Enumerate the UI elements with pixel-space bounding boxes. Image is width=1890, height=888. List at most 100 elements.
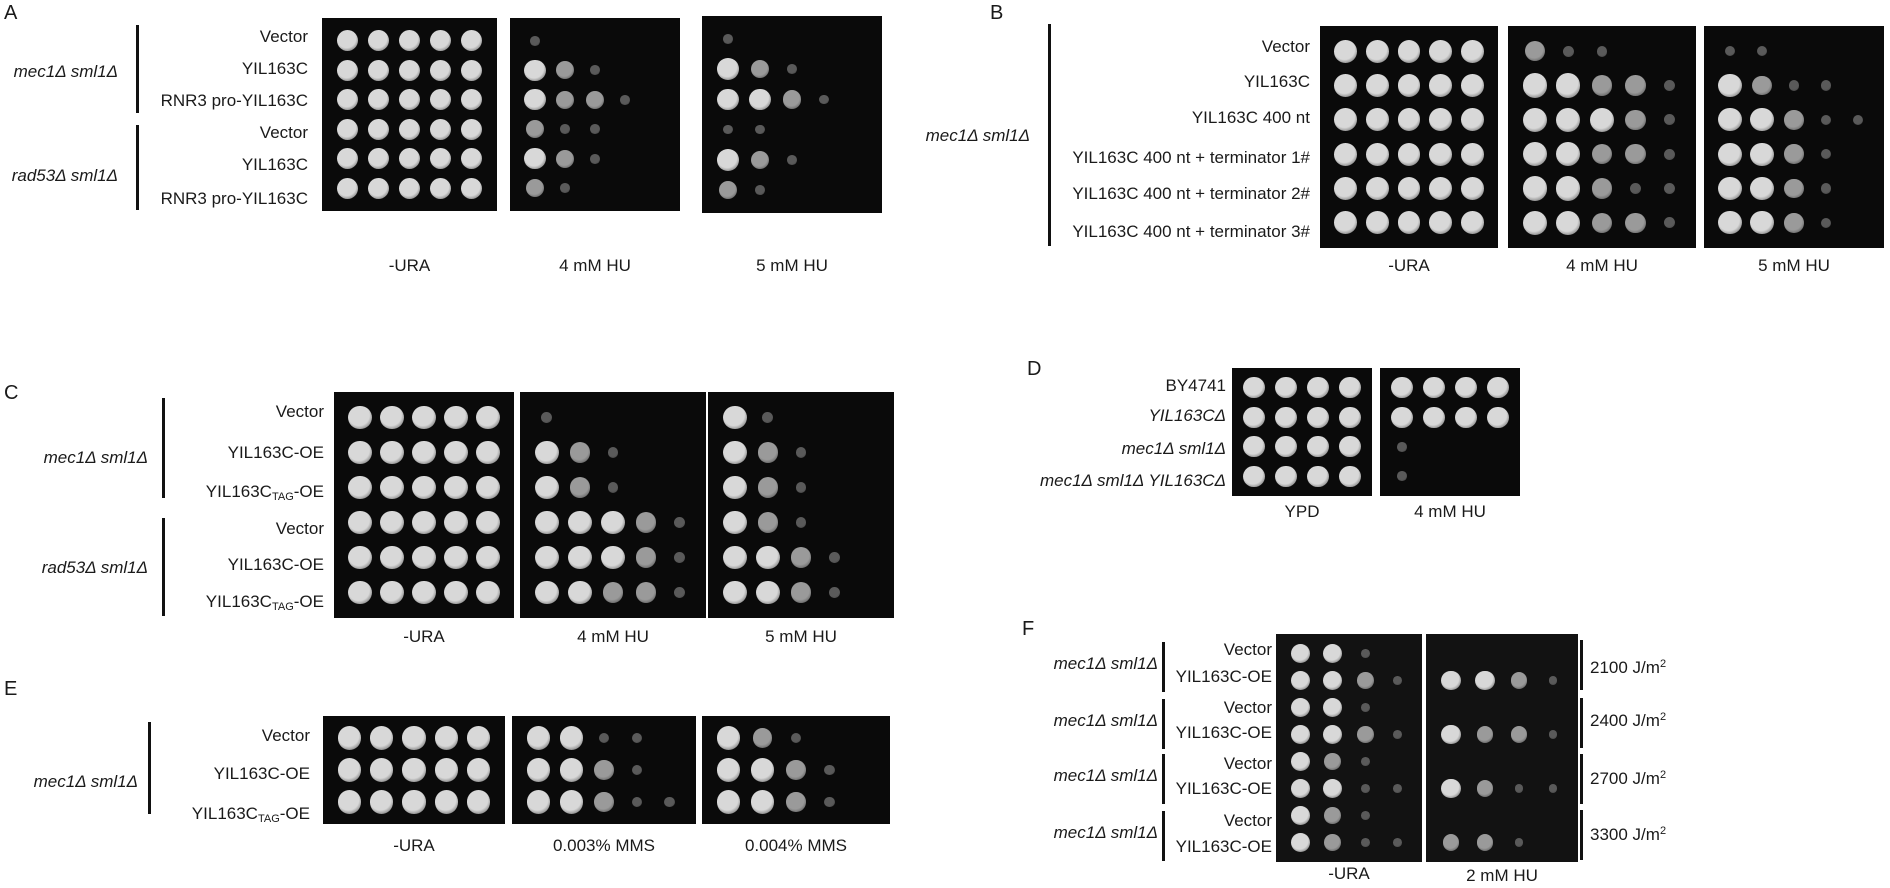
colony-spot bbox=[1625, 212, 1646, 234]
colony-spot bbox=[1663, 114, 1675, 126]
colony-spot bbox=[530, 35, 540, 46]
colony-spot bbox=[1243, 465, 1265, 487]
colony-spot bbox=[460, 118, 483, 140]
colony-spot bbox=[370, 758, 394, 782]
colony-spot bbox=[1366, 211, 1389, 235]
colony-spot bbox=[1366, 74, 1389, 97]
strain-label: mec1Δ sml1Δ bbox=[1053, 711, 1158, 730]
colony-spot bbox=[1476, 834, 1494, 851]
colony-spot bbox=[444, 405, 468, 429]
colony-spot bbox=[1522, 210, 1547, 235]
condition-label: 4 mM HU bbox=[559, 256, 631, 275]
strain-bracket bbox=[1162, 642, 1165, 692]
colony-spot bbox=[594, 792, 614, 812]
colony-spot bbox=[1663, 183, 1675, 194]
colony-spot bbox=[1784, 144, 1804, 164]
strain-label: rad53Δ sml1Δ bbox=[41, 558, 148, 577]
colony-spot bbox=[460, 177, 483, 199]
colony-spot bbox=[1393, 676, 1403, 685]
colony-spot bbox=[1596, 45, 1608, 57]
colony-spot bbox=[434, 790, 458, 814]
colony-spot bbox=[1360, 784, 1370, 793]
strain-bracket bbox=[148, 722, 151, 814]
plate-image bbox=[1704, 26, 1884, 248]
colony-spot bbox=[1548, 730, 1558, 739]
colony-spot bbox=[787, 64, 797, 75]
colony-spot bbox=[444, 545, 468, 569]
colony-spot bbox=[722, 510, 747, 535]
row-label: YIL163CTAG-OE bbox=[205, 592, 324, 613]
colony-spot bbox=[1820, 80, 1832, 91]
colony-spot bbox=[412, 405, 436, 429]
colony-spot bbox=[1323, 670, 1343, 691]
colony-spot bbox=[1366, 142, 1389, 166]
colony-spot bbox=[1718, 142, 1742, 166]
colony-spot bbox=[560, 183, 570, 194]
colony-spot bbox=[555, 61, 575, 80]
condition-label: 5 mM HU bbox=[765, 627, 837, 646]
colony-spot bbox=[1562, 45, 1574, 57]
colony-spot bbox=[1397, 108, 1421, 132]
row-label: YIL163CTAG-OE bbox=[205, 482, 324, 503]
colony-spot bbox=[467, 790, 491, 814]
strain-label: mec1Δ sml1Δ bbox=[1053, 823, 1158, 842]
dose-bracket bbox=[1580, 810, 1583, 860]
strain-bracket bbox=[136, 25, 139, 113]
colony-spot bbox=[460, 59, 483, 81]
colony-spot bbox=[559, 726, 583, 750]
colony-spot bbox=[1397, 39, 1421, 63]
colony-spot bbox=[795, 517, 807, 528]
row-label: mec1Δ sml1Δ YIL163CΔ bbox=[1039, 471, 1226, 490]
row-label: YIL163C-OE bbox=[1175, 779, 1272, 798]
colony-spot bbox=[1290, 697, 1310, 718]
colony-spot bbox=[1522, 142, 1547, 167]
colony-spot bbox=[398, 148, 421, 170]
colony-spot bbox=[1475, 670, 1495, 691]
colony-spot bbox=[1334, 177, 1358, 200]
colony-spot bbox=[790, 547, 812, 568]
colony-spot bbox=[790, 582, 812, 603]
colony-spot bbox=[398, 59, 421, 81]
condition-label: 0.003% MMS bbox=[552, 836, 656, 855]
colony-spot bbox=[1323, 643, 1343, 664]
colony-spot bbox=[526, 758, 550, 782]
colony-spot bbox=[476, 440, 500, 464]
colony-spot bbox=[567, 510, 592, 535]
colony-spot bbox=[1510, 672, 1528, 689]
colony-spot bbox=[367, 59, 390, 81]
colony-spot bbox=[1334, 142, 1358, 166]
colony-spot bbox=[398, 30, 421, 52]
colony-spot bbox=[795, 482, 807, 493]
colony-spot bbox=[348, 405, 372, 429]
colony-spot bbox=[1391, 377, 1413, 399]
colony-spot bbox=[1391, 406, 1413, 428]
colony-spot bbox=[1290, 832, 1310, 853]
colony-spot bbox=[380, 475, 404, 499]
colony-spot bbox=[757, 477, 778, 498]
colony-spot bbox=[567, 580, 592, 605]
colony-spot bbox=[1750, 108, 1774, 132]
colony-spot bbox=[402, 790, 426, 814]
colony-spot bbox=[412, 475, 436, 499]
colony-spot bbox=[1360, 649, 1370, 658]
colony-spot bbox=[598, 732, 610, 744]
colony-spot bbox=[336, 148, 359, 170]
panel-letter-d: D bbox=[1027, 358, 1042, 380]
colony-spot bbox=[590, 153, 600, 164]
condition-label: 5 mM HU bbox=[756, 256, 828, 275]
colony-spot bbox=[370, 790, 394, 814]
colony-spot bbox=[1441, 670, 1461, 691]
colony-spot bbox=[607, 447, 619, 458]
row-label: YIL163C-OE bbox=[213, 764, 310, 783]
colony-spot bbox=[717, 88, 739, 111]
colony-spot bbox=[1323, 778, 1343, 799]
row-label: Vector bbox=[1223, 754, 1272, 773]
colony-spot bbox=[1718, 108, 1742, 132]
colony-spot bbox=[1524, 40, 1546, 62]
colony-spot bbox=[1487, 406, 1509, 428]
colony-spot bbox=[1788, 80, 1800, 91]
strain-label: mec1Δ sml1Δ bbox=[1053, 654, 1158, 673]
colony-spot bbox=[524, 89, 546, 111]
colony-spot bbox=[569, 442, 590, 463]
row-label: YIL163C 400 nt + terminator 1# bbox=[1072, 148, 1310, 167]
